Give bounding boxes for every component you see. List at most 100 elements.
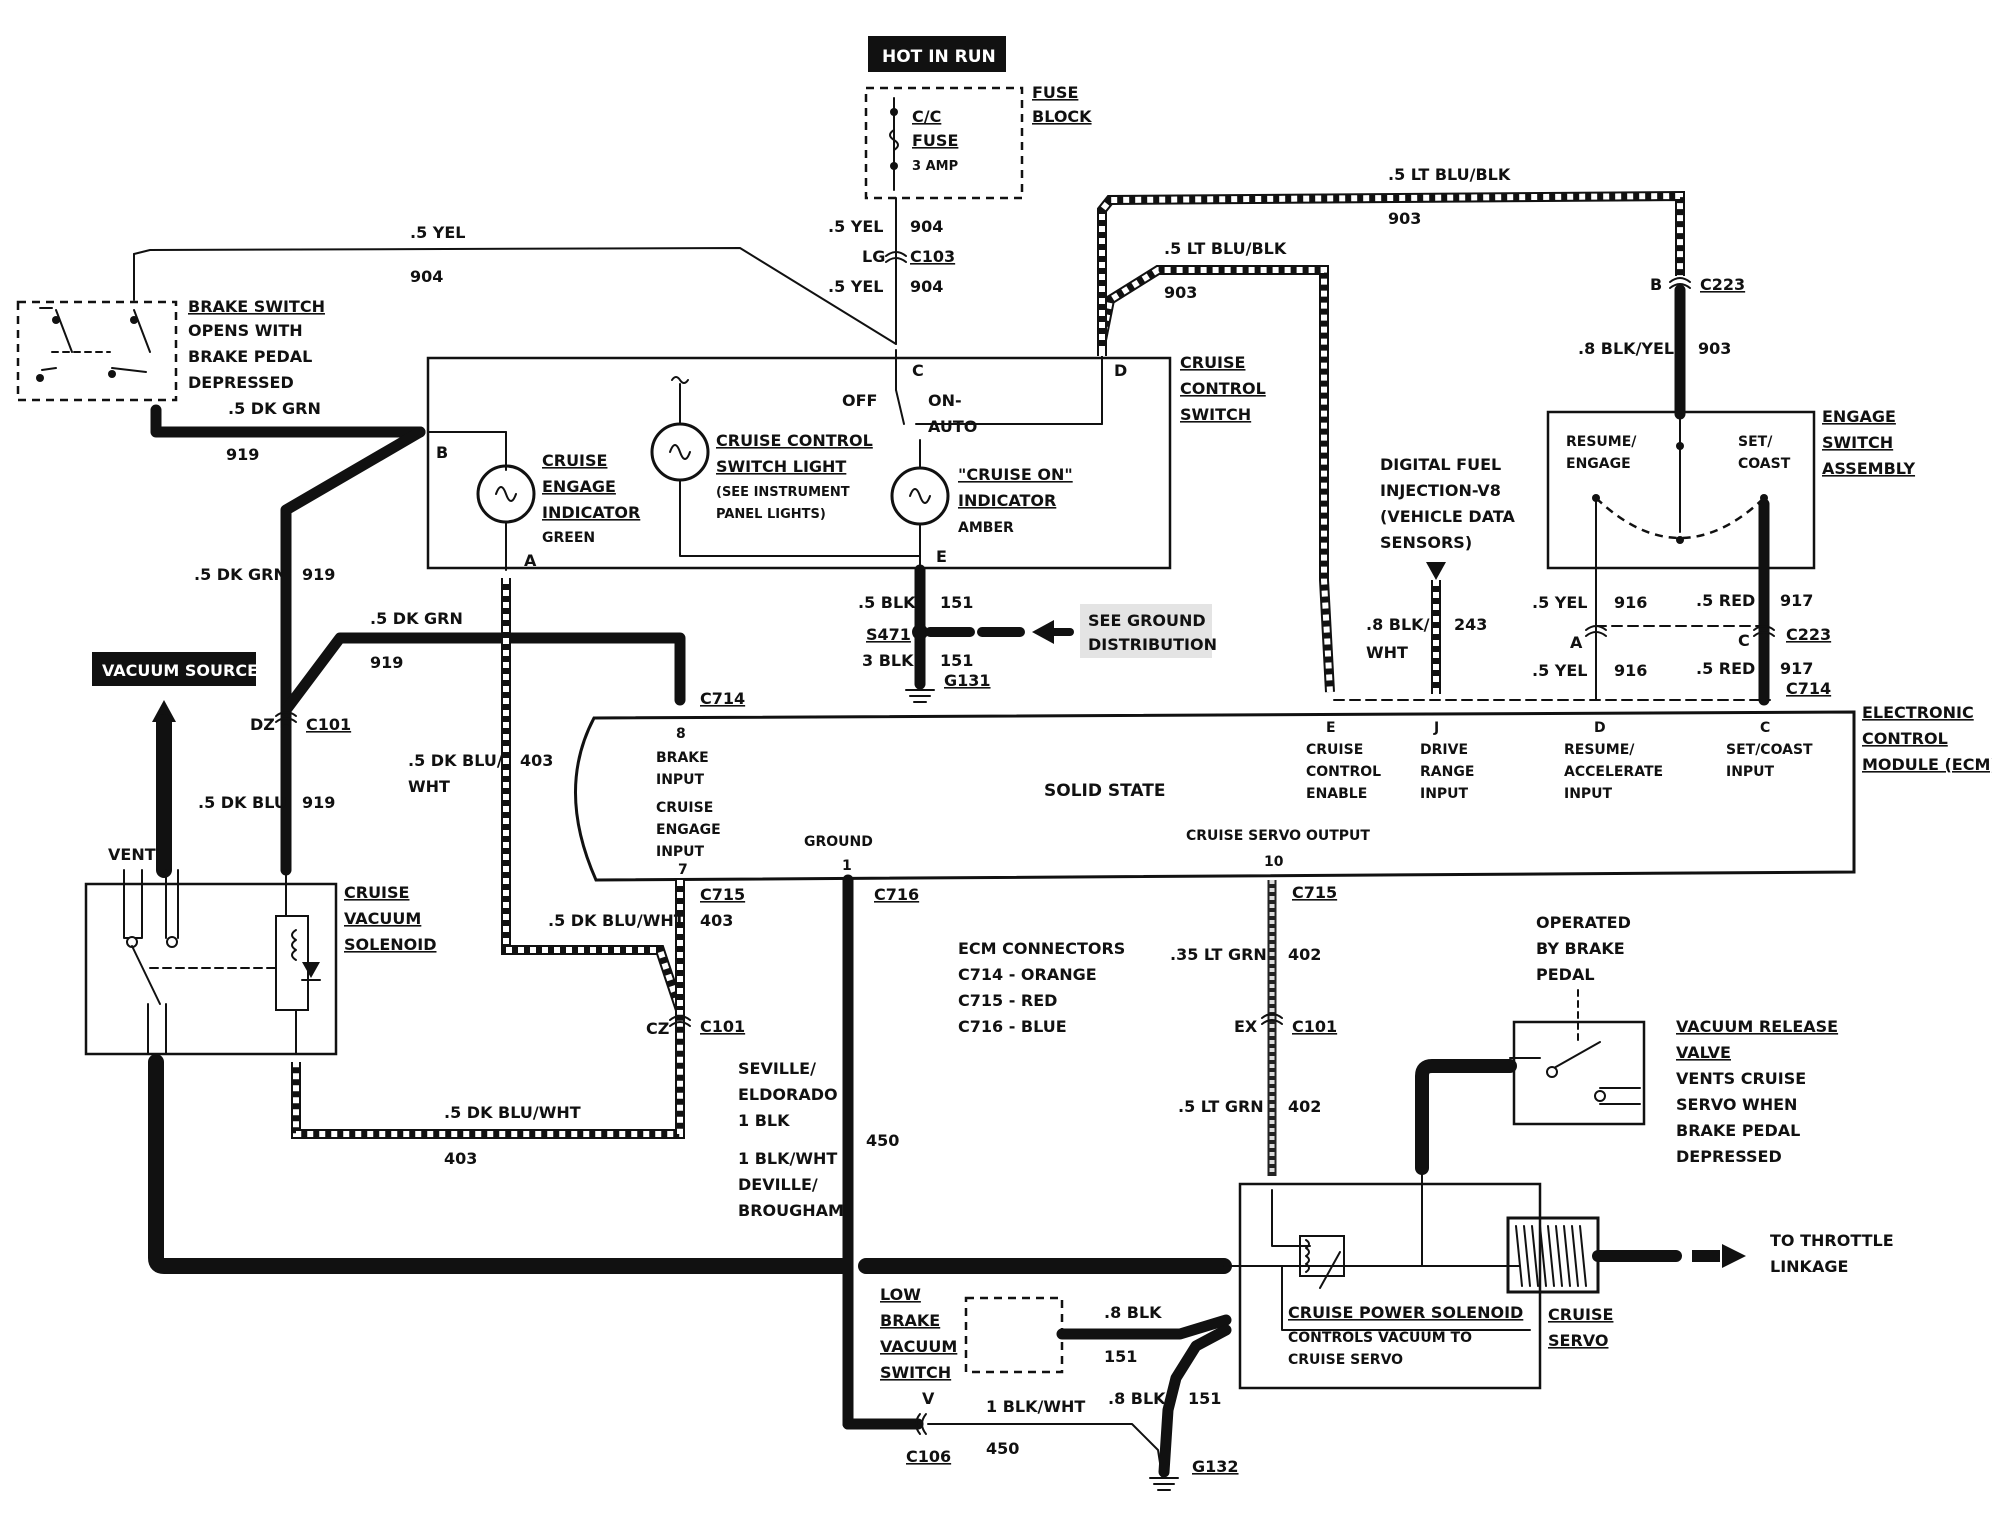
enable-3: ENABLE (1306, 786, 1367, 802)
wire-450-num: 450 (866, 1131, 899, 1150)
engage-switch-assembly-box (1546, 410, 1816, 570)
setcoast-2: INPUT (1726, 764, 1775, 780)
dfi-label-1: DIGITAL FUEL (1380, 455, 1501, 474)
ecm-conn-3: C715 - RED (958, 991, 1057, 1010)
switch-on-label: ON- (928, 391, 962, 410)
enable-2: CONTROL (1306, 764, 1381, 780)
wire-904-brake-num: 904 (410, 267, 443, 286)
ecm-conn-1: ECM CONNECTORS (958, 939, 1125, 958)
cps-title: CRUISE POWER SOLENOID (1288, 1303, 1523, 1322)
servo-output-pin: 10 (1264, 854, 1284, 870)
wire-dkblu-num: 919 (302, 793, 335, 812)
see-ground-1: SEE GROUND (1088, 611, 1206, 630)
cvs-title-3: SOLENOID (344, 935, 436, 954)
wire-243-num: 243 (1454, 615, 1487, 634)
wire-917-b-num: 917 (1780, 659, 1813, 678)
wire-450-label: 1 BLK/WHT (986, 1397, 1085, 1416)
vrv-desc-4: DEPRESSED (1676, 1147, 1782, 1166)
cc-fuse-label-1: C/C (912, 107, 941, 126)
c106-pin-v: V (922, 1389, 935, 1408)
engage-input-pin: 7 (678, 862, 688, 878)
c223-pin-a: A (1570, 633, 1583, 652)
cs-light-4: PANEL LIGHTS) (716, 507, 826, 522)
wire-904-top-num: 904 (910, 217, 943, 236)
drive-1: DRIVE (1420, 742, 1468, 758)
wire-151-d-num: 151 (1188, 1389, 1221, 1408)
connector-c101-c: C101 (1292, 1017, 1337, 1036)
wire-403-b-label: .5 DK BLU/WHT (548, 911, 685, 930)
ccs-title-3: SWITCH (1180, 405, 1251, 424)
wire-916-b-num: 916 (1614, 661, 1647, 680)
wire-402-b-num: 402 (1288, 1097, 1321, 1116)
con-label-3: AMBER (958, 520, 1014, 536)
wire-904-brake-label: .5 YEL (410, 223, 466, 242)
cps-desc-2: CRUISE SERVO (1288, 1352, 1403, 1368)
brake-input-2: INPUT (656, 772, 705, 788)
cs-light-2: SWITCH LIGHT (716, 457, 846, 476)
wire-403-a-wht: WHT (408, 777, 450, 796)
connector-dz-label: DZ (250, 715, 275, 734)
resume-1: RESUME/ (1564, 742, 1635, 758)
wire-919-a-num: 919 (226, 445, 259, 464)
wire-904-bot-num: 904 (910, 277, 943, 296)
c223-pin-c: C (1738, 631, 1750, 650)
c223-label-a: C223 (1700, 275, 1745, 294)
vacuum-release-valve-box (1512, 1020, 1646, 1126)
vrv-title-1: VACUUM RELEASE (1676, 1017, 1838, 1036)
brake-input-pin: 8 (676, 726, 686, 742)
wire-403-c-label: .5 DK BLU/WHT (444, 1103, 581, 1122)
setcoast-pin: C (1760, 720, 1770, 736)
dfi-label-2: INJECTION-V8 (1380, 481, 1501, 500)
engage-input-2: ENGAGE (656, 822, 721, 838)
vrv-desc-3: BRAKE PEDAL (1676, 1121, 1800, 1140)
c716-label: C716 (874, 885, 919, 904)
drive-pin: J (1433, 720, 1439, 736)
c715-label-b: C715 (1292, 883, 1337, 902)
wire-903-blkyel-label: .8 BLK/YEL (1578, 339, 1674, 358)
ecm-conn-4: C716 - BLUE (958, 1017, 1067, 1036)
wire-403-a-num: 403 (520, 751, 553, 770)
resume-pin: D (1594, 720, 1606, 736)
lbvs-title-3: VACUUM (880, 1337, 957, 1356)
servo-output-label: CRUISE SERVO OUTPUT (1186, 828, 1370, 844)
connector-c103-label: C103 (910, 247, 955, 266)
operated-3: PEDAL (1536, 965, 1595, 984)
wire-904-bot-label: .5 YEL (828, 277, 884, 296)
wire-151-a-num: 151 (940, 593, 973, 612)
enable-1: CRUISE (1306, 742, 1363, 758)
seville-6: BROUGHAM (738, 1201, 844, 1220)
esa-set-2: COAST (1738, 456, 1791, 472)
esa-set-1: SET/ (1738, 434, 1773, 450)
hot-in-run-tag: HOT IN RUN (868, 36, 1006, 72)
ground-g131: G131 (944, 671, 991, 690)
wire-243-label: .8 BLK/ (1366, 615, 1430, 634)
setcoast-1: SET/COAST (1726, 742, 1813, 758)
c223-pin-b: B (1650, 275, 1662, 294)
pin-e-label: E (936, 547, 947, 566)
ecm-conn-2: C714 - ORANGE (958, 965, 1097, 984)
wire-916-b-label: .5 YEL (1532, 661, 1588, 680)
cei-label-4: GREEN (542, 530, 595, 546)
wire-dkblu-label: .5 DK BLU (198, 793, 287, 812)
throttle-label-1: TO THROTTLE (1770, 1231, 1894, 1250)
wire-151-c-label: .8 BLK (1104, 1303, 1162, 1322)
wire-403-b-num: 403 (700, 911, 733, 930)
wire-403-c-num: 403 (444, 1149, 477, 1168)
ccs-title-2: CONTROL (1180, 379, 1266, 398)
cvs-title-1: CRUISE (344, 883, 409, 902)
cruise-control-switch-box (426, 356, 1172, 570)
drive-3: INPUT (1420, 786, 1469, 802)
ground-pin-label: GROUND (804, 834, 873, 850)
operated-1: OPERATED (1536, 913, 1631, 932)
servo-title-1: CRUISE (1548, 1305, 1613, 1324)
cc-fuse-rating: 3 AMP (912, 159, 958, 174)
switch-auto-label: AUTO (928, 417, 977, 436)
brake-switch-desc-3: DEPRESSED (188, 373, 294, 392)
wire-402-a-label: .35 LT GRN (1170, 945, 1267, 964)
wire-151-c-num: 151 (1104, 1347, 1137, 1366)
ground-pin-num: 1 (842, 858, 852, 874)
wire-919-b-label: .5 DK GRN (194, 565, 287, 584)
esa-title-2: SWITCH (1822, 433, 1893, 452)
wire-916-a-num: 916 (1614, 593, 1647, 612)
